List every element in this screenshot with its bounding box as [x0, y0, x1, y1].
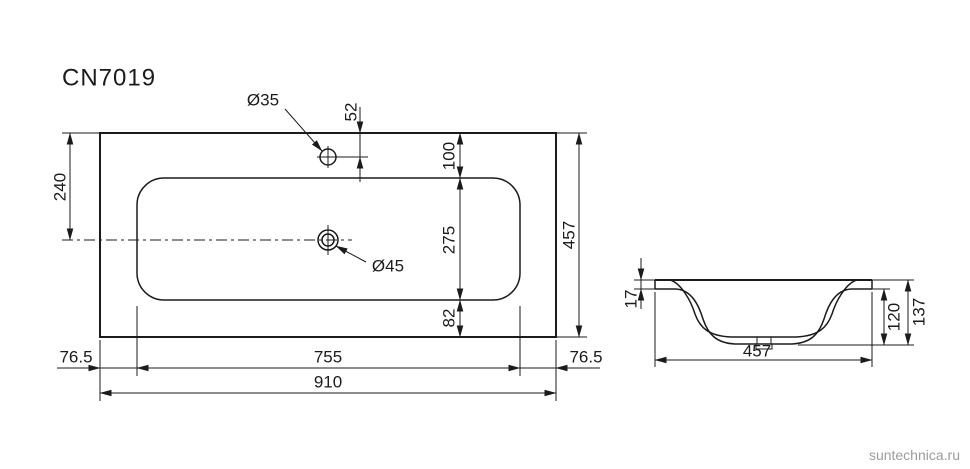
- dim-910-label: 910: [314, 373, 342, 392]
- dim-240-label: 240: [51, 173, 70, 201]
- drain-stub: [755, 344, 773, 350]
- dim-overall-width: 910: [99, 373, 557, 397]
- dim-rim-thickness: 17: [622, 258, 655, 309]
- bowl-inner-profile: [669, 279, 858, 338]
- dim-faucet-from-top: 52: [337, 103, 368, 182]
- basin-outline: [136, 177, 521, 301]
- leader-line: [284, 108, 323, 152]
- faucet-hole: [317, 146, 339, 168]
- drain-diameter-label: Ø45: [372, 257, 404, 276]
- bowl-outer-profile: [675, 288, 852, 345]
- dim-76-5-right-label: 76.5: [569, 348, 602, 367]
- model-number-label: CN7019: [62, 65, 156, 92]
- dim-depths: 120 137: [798, 279, 929, 346]
- dim-82-label: 82: [440, 309, 459, 328]
- dim-755-label: 755: [314, 348, 342, 367]
- leader-line: [335, 245, 367, 263]
- front-view: 240 52 Ø35 Ø45 100 275 82: [51, 91, 603, 401]
- dim-17-label: 17: [622, 290, 641, 309]
- drain-diameter-callout: Ø45: [335, 245, 404, 276]
- drain-detail: [755, 337, 773, 350]
- faucet-diameter-label: Ø35: [247, 91, 279, 110]
- dim-275-label: 275: [440, 226, 459, 254]
- dim-52-label: 52: [342, 103, 361, 122]
- dim-bottom-row-1: 76.5 755 76.5: [57, 348, 603, 372]
- dim-center-from-top: 240: [51, 132, 100, 241]
- dim-100-label: 100: [440, 142, 459, 170]
- dim-457-label: 457: [560, 221, 579, 249]
- side-view: 17 120 137 457: [622, 258, 929, 367]
- countertop-outline: [99, 132, 557, 338]
- dim-side-width: 457: [654, 292, 873, 367]
- dim-vertical-chain: 100 275 82: [440, 132, 464, 338]
- dim-457-side-label: 457: [743, 342, 771, 361]
- faucet-diameter-callout: Ø35: [247, 91, 323, 152]
- dim-76-5-left-label: 76.5: [59, 348, 92, 367]
- watermark: suntechnica.ru: [869, 447, 960, 463]
- dim-overall-height: 457: [556, 132, 587, 338]
- dim-137-label: 137: [910, 298, 929, 326]
- dim-120-label: 120: [885, 303, 904, 331]
